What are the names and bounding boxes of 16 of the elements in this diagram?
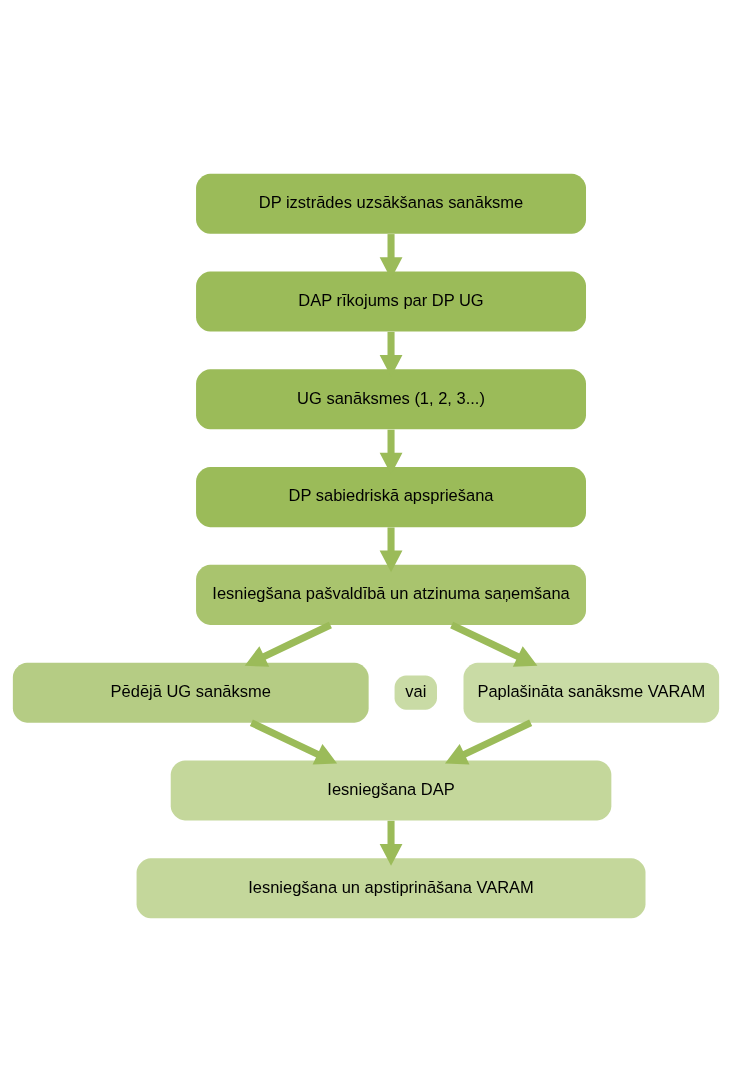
node-box: vai bbox=[394, 675, 437, 710]
node-box: DAP rīkojums par DP UG bbox=[196, 271, 586, 332]
arrow bbox=[249, 719, 338, 765]
arrow bbox=[444, 719, 533, 765]
arrow bbox=[244, 621, 332, 667]
node-box: Iesniegšana un apstiprināšana VARAM bbox=[136, 858, 646, 919]
arrow bbox=[379, 820, 403, 866]
node-box: DP izstrādes uzsākšanas sanāksme bbox=[196, 173, 586, 234]
node-box: Pēdējā UG sanāksme bbox=[12, 662, 369, 723]
arrow bbox=[450, 621, 538, 667]
node-box: Iesniegšana DAP bbox=[170, 760, 612, 821]
arrow bbox=[379, 527, 403, 573]
node-box: Iesniegšana pašvaldībā un atzinuma saņemšana bbox=[196, 564, 586, 625]
node-box: UG sanāksmes (1, 2, 3...) bbox=[196, 369, 586, 430]
node-box: Paplašināta sanāksme VARAM bbox=[463, 662, 720, 723]
node-box: DP sabiedriskā apspriešana bbox=[196, 467, 586, 528]
